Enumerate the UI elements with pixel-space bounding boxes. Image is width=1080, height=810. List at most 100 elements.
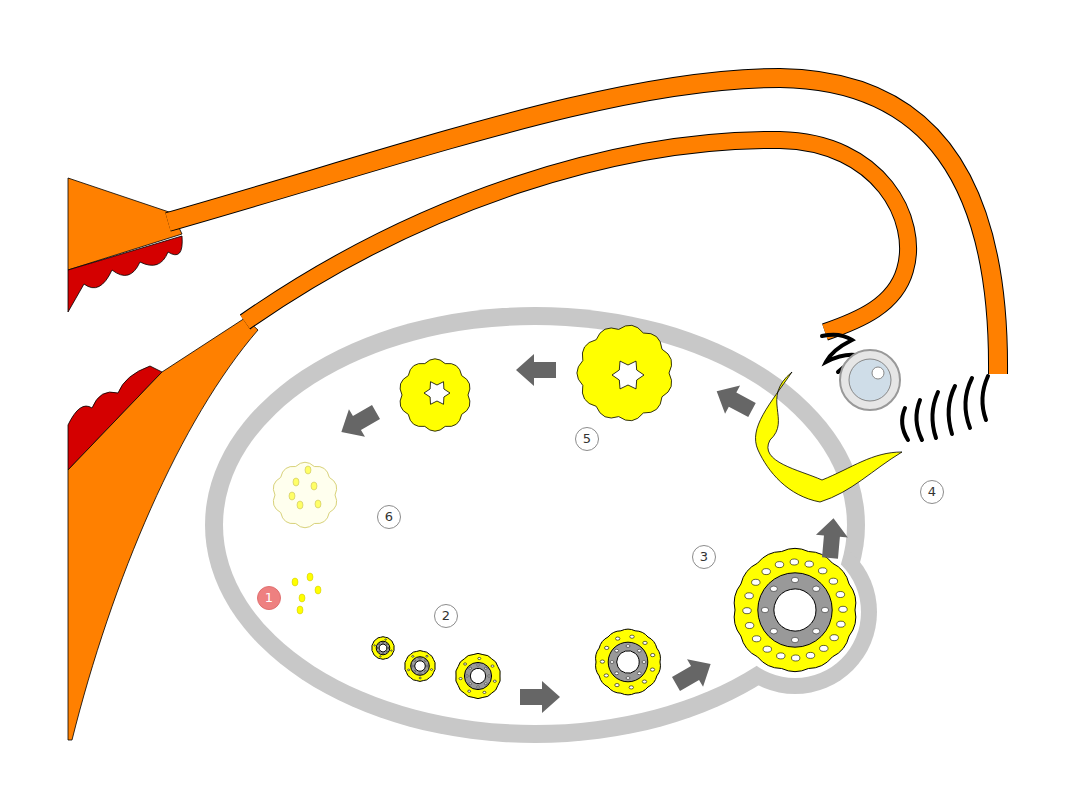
granulosa-cell xyxy=(821,607,828,612)
follicle-cell xyxy=(806,652,814,658)
follicle-cell xyxy=(805,561,813,567)
follicle-cell xyxy=(745,593,753,599)
granulosa-cell xyxy=(770,586,777,591)
granulosa-cell xyxy=(382,653,383,654)
follicle-cell xyxy=(651,654,655,657)
corpus-albicans xyxy=(273,462,336,528)
granulosa-cell xyxy=(615,649,619,652)
endometrium xyxy=(68,236,182,312)
oocyte xyxy=(840,350,900,410)
antrum xyxy=(379,644,387,652)
granulosa-cell xyxy=(412,665,414,666)
follicle-cell xyxy=(408,669,410,671)
follicle-cell xyxy=(380,656,382,657)
follicle-cell xyxy=(604,674,608,677)
follicle-cell xyxy=(374,645,376,646)
antrum xyxy=(617,651,640,674)
scar-remnant xyxy=(299,594,305,602)
granulosa-cell xyxy=(477,664,480,666)
granulosa-cell xyxy=(626,645,630,648)
follicle xyxy=(734,548,856,671)
callout-number: 4 xyxy=(920,480,944,504)
follicle-cell xyxy=(829,578,837,584)
granulosa-cell xyxy=(388,648,389,649)
callout-number: 2 xyxy=(434,604,458,628)
follicle-cell xyxy=(762,569,770,575)
granulosa-cell xyxy=(377,648,378,649)
granulosa-cell xyxy=(615,672,619,675)
luteal-remnant xyxy=(305,466,311,474)
follicle-cell xyxy=(483,691,486,693)
granulosa-cell xyxy=(761,607,768,612)
scar-remnant xyxy=(315,586,321,594)
corpus-luteum-cavity xyxy=(612,361,644,389)
granulosa-cell xyxy=(424,671,426,672)
follicle xyxy=(596,629,661,695)
corpus-luteum xyxy=(577,325,672,421)
granulosa-cell xyxy=(386,651,387,652)
granulosa-layer xyxy=(608,642,648,682)
follicle-cell xyxy=(819,568,827,574)
corpus-luteum-cavity xyxy=(424,382,450,405)
luteal-remnant xyxy=(315,500,321,508)
follicle-cell xyxy=(830,635,838,641)
granulosa-cell xyxy=(382,642,383,643)
follicle-cell xyxy=(792,655,800,661)
follicle-cell xyxy=(650,668,654,671)
granulosa-layer xyxy=(758,573,832,647)
granulosa-cell xyxy=(791,637,798,642)
follicle-cell xyxy=(385,639,387,640)
granulosa-cell xyxy=(813,586,820,591)
granulosa-cell xyxy=(427,665,429,666)
corpus-luteum xyxy=(400,359,470,431)
granulosa-cell xyxy=(419,673,421,674)
granulosa-cell xyxy=(419,658,421,659)
follicle-cell xyxy=(775,562,783,568)
follicle-cell xyxy=(752,636,760,642)
granulosa-cell xyxy=(469,667,472,669)
granulosa-cell xyxy=(386,644,387,645)
scar-remnant xyxy=(292,578,298,586)
ovary-interior xyxy=(729,546,861,678)
granulosa-cell xyxy=(414,671,416,672)
granulosa-cell xyxy=(610,661,614,664)
stage-arrows xyxy=(333,354,849,713)
follicle-cell xyxy=(630,635,634,638)
follicle-cell xyxy=(391,650,393,651)
granulosa-cell xyxy=(637,672,641,675)
scar-remnant xyxy=(307,573,313,581)
follicle xyxy=(456,653,501,698)
granulosa-layer xyxy=(376,641,390,655)
granulosa-cell xyxy=(488,675,491,677)
granulosa-layer xyxy=(411,657,430,676)
follicle-cell xyxy=(605,646,609,649)
fallopian-tube-wall xyxy=(245,140,908,332)
antrum xyxy=(470,668,485,683)
follicle-cell xyxy=(459,678,462,680)
granulosa-cell xyxy=(477,686,480,688)
granulosa-cell xyxy=(813,629,820,634)
follicle-cell xyxy=(629,686,633,689)
follicles xyxy=(372,548,856,698)
granulosa-cell xyxy=(637,649,641,652)
granulosa-cell xyxy=(378,651,379,652)
follicle-cell xyxy=(839,606,847,612)
follicle-cell xyxy=(600,660,604,663)
granulosa-cell xyxy=(791,577,798,582)
follicle-cell xyxy=(464,663,467,665)
ovary-interior xyxy=(223,325,847,725)
follicle xyxy=(405,651,435,682)
follicle-cell xyxy=(790,559,798,565)
granulosa-cell xyxy=(485,683,488,685)
scar-remnant xyxy=(297,606,303,614)
follicle-cell xyxy=(430,669,432,671)
follicle-cell xyxy=(616,637,620,640)
granulosa-cell xyxy=(424,660,426,661)
follicle-cell xyxy=(837,621,845,627)
follicle-cell xyxy=(419,677,421,679)
follicle-cell xyxy=(763,646,771,652)
follicle-cell xyxy=(743,608,751,614)
follicle-cell xyxy=(493,680,496,682)
